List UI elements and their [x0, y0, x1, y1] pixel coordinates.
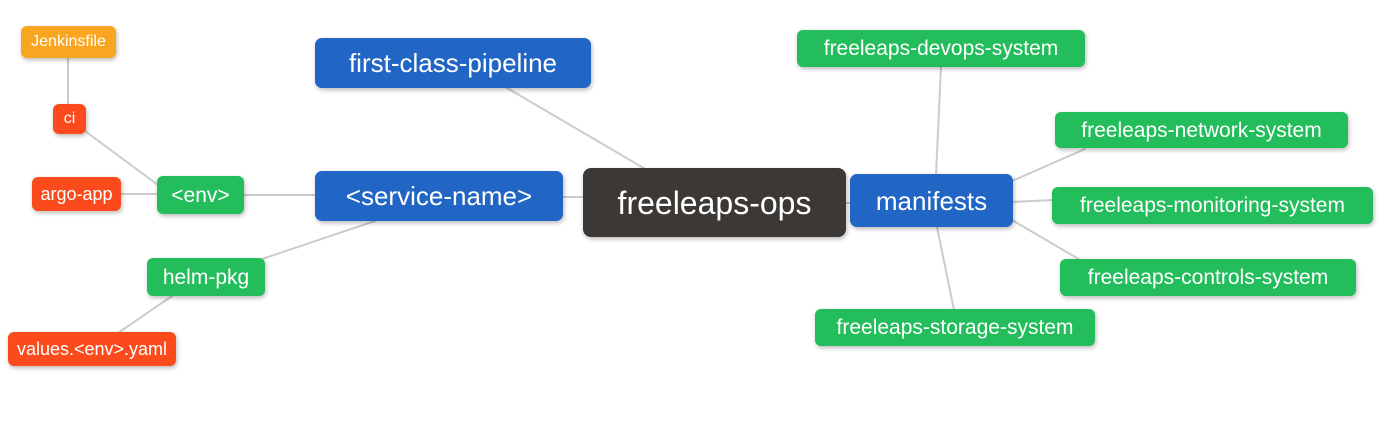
- node-helm-pkg[interactable]: helm-pkg: [147, 258, 265, 296]
- edge-manifests-network: [1011, 148, 1086, 182]
- node-service-name[interactable]: <service-name>: [315, 171, 563, 221]
- node-manifests[interactable]: manifests: [850, 174, 1013, 227]
- node-first-class-pipeline[interactable]: first-class-pipeline: [315, 38, 591, 88]
- edge-manifests-monitoring: [1011, 199, 1054, 203]
- node-ci[interactable]: ci: [53, 104, 86, 134]
- node-argo-app[interactable]: argo-app: [32, 177, 121, 211]
- node-freeleaps-ops-root[interactable]: freeleaps-ops: [583, 168, 846, 237]
- node-values-env-yaml[interactable]: values.<env>.yaml: [8, 332, 176, 366]
- edge-ci-env: [84, 130, 159, 186]
- edge-helm-pkg-service-name: [261, 219, 379, 260]
- edge-manifests-controls: [1011, 219, 1083, 262]
- node-freeleaps-devops-system[interactable]: freeleaps-devops-system: [797, 30, 1085, 67]
- edge-values-helm-pkg: [117, 295, 173, 334]
- node-jenkinsfile[interactable]: Jenkinsfile: [21, 26, 116, 58]
- node-freeleaps-storage-system[interactable]: freeleaps-storage-system: [815, 309, 1095, 346]
- node-freeleaps-network-system[interactable]: freeleaps-network-system: [1055, 112, 1348, 148]
- node-freeleaps-monitoring-system[interactable]: freeleaps-monitoring-system: [1052, 187, 1373, 224]
- edge-manifests-devops: [935, 66, 942, 176]
- edge-pipeline-freeleaps-ops: [506, 87, 648, 171]
- node-freeleaps-controls-system[interactable]: freeleaps-controls-system: [1060, 259, 1356, 296]
- edge-manifests-storage: [936, 226, 955, 311]
- node-env[interactable]: <env>: [157, 176, 244, 214]
